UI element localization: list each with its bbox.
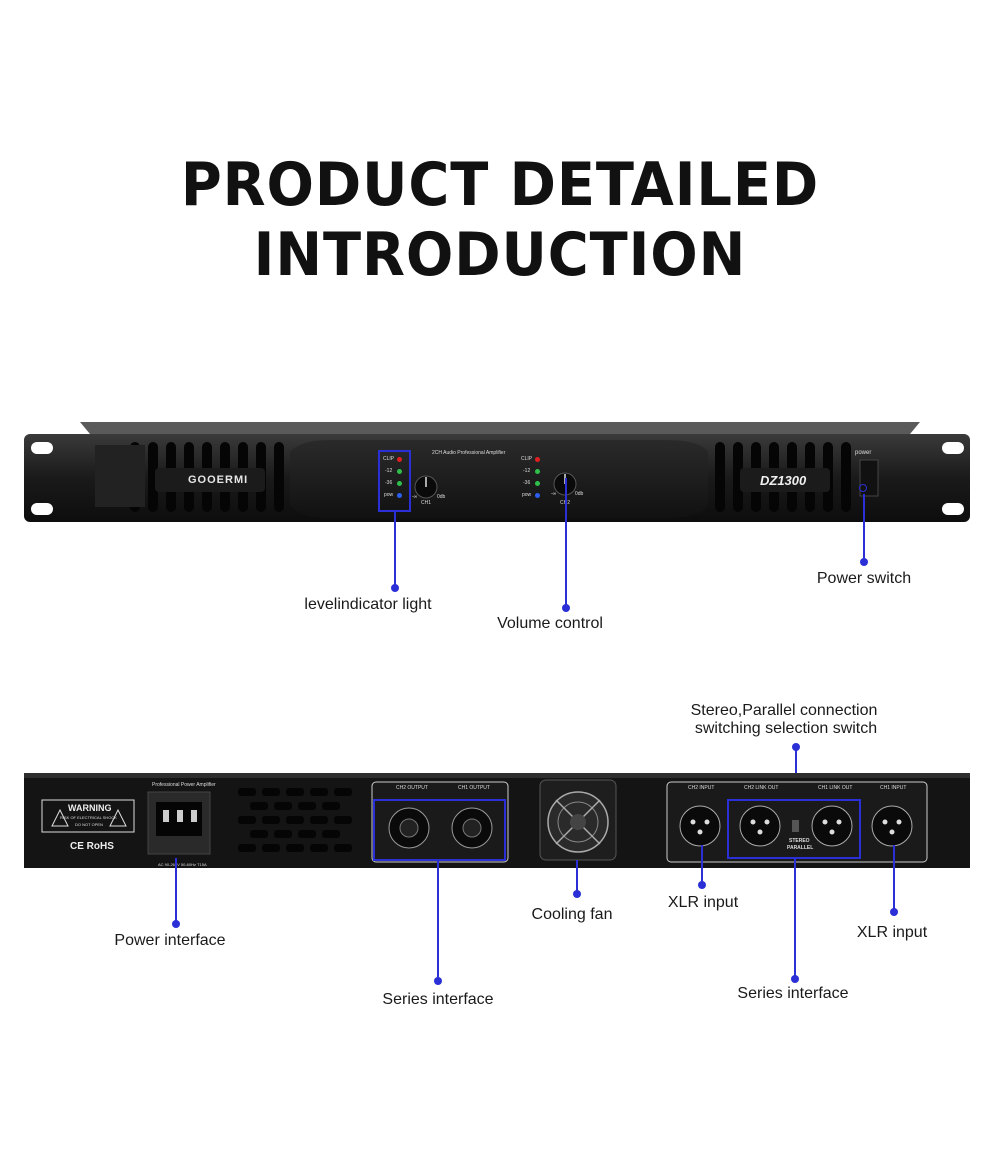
front-panel <box>24 422 970 522</box>
warning-title: WARNING <box>68 803 112 813</box>
led-12-ch2 <box>535 469 540 474</box>
led-12-ch1 <box>397 469 402 474</box>
callout-dot <box>698 881 706 889</box>
led-label-pow: pow <box>522 492 532 498</box>
led-label-clip: CLIP <box>383 456 395 462</box>
cooling-fan-label: Cooling fan <box>531 906 613 923</box>
led-pow-ch1 <box>397 493 402 498</box>
ch1-input-label: CH1 INPUT <box>880 785 907 791</box>
led-clip-ch1 <box>397 457 402 462</box>
callout-line <box>893 845 895 912</box>
brand-logo: GOOERMI <box>188 474 249 486</box>
ch1-label: CH1 <box>421 500 432 506</box>
rear-panel <box>24 773 970 868</box>
callout-line <box>576 860 578 894</box>
page-title: PRODUCT DETAILED INTRODUCTION <box>180 150 820 290</box>
speaker-output-highlight <box>373 799 506 861</box>
series-interface-left-label: Series interface <box>382 991 494 1008</box>
led-label-minus36: -36 <box>523 480 531 486</box>
ch2-knob-min: -∞ <box>551 491 557 497</box>
parallel-label: PARALLEL <box>787 845 814 851</box>
ch1-knob-max: 0db <box>437 494 446 500</box>
led-clip-ch2 <box>535 457 540 462</box>
ch2-input-label: CH2 INPUT <box>688 785 715 791</box>
led-label-pow: pow <box>384 492 394 498</box>
callout-line <box>437 861 439 981</box>
warning-line2: DO NOT OPEN <box>75 822 103 827</box>
ch1-link-label: CH1 LINK OUT <box>818 785 853 791</box>
link-out-highlight <box>727 799 861 859</box>
ac-rating: AC 90-264V 50-60Hz T15A <box>158 862 207 867</box>
callout-dot <box>860 558 868 566</box>
callout-dot <box>434 977 442 985</box>
ch2-knob-max: 0db <box>575 491 584 497</box>
ch1-output-label: CH1 OUTPUT <box>458 785 490 791</box>
callout-dot <box>172 920 180 928</box>
led-label-minus12: -12 <box>385 468 393 474</box>
power-interface-label: Power interface <box>114 932 226 949</box>
callout-line <box>394 512 396 588</box>
led-36-ch1 <box>397 481 402 486</box>
ch2-output-label: CH2 OUTPUT <box>396 785 428 791</box>
switch-label-line2: switching selection switch <box>694 720 878 737</box>
power-switch-label: Power switch <box>816 570 912 587</box>
stereo-label: STEREO <box>789 838 810 844</box>
callout-dot <box>890 908 898 916</box>
led-label-clip: CLIP <box>521 456 533 462</box>
callout-dot <box>859 484 867 492</box>
cert-marks: CE RoHS <box>70 841 114 852</box>
model-label: DZ1300 <box>760 473 807 488</box>
callout-dot <box>562 604 570 612</box>
warning-line1: RISK OF ELECTRICAL SHOCK <box>60 815 117 820</box>
xlr-input-left-label: XLR input <box>667 894 739 911</box>
callout-line <box>701 845 703 885</box>
led-label-minus12: -12 <box>523 468 531 474</box>
power-label: power <box>855 450 872 456</box>
rear-panel-title: Professional Power Amplifier <box>152 782 216 788</box>
series-interface-right-label: Series interface <box>737 985 849 1002</box>
led-label-minus36: -36 <box>385 480 393 486</box>
callout-line <box>863 494 865 562</box>
callout-dot <box>391 584 399 592</box>
callout-line <box>175 858 177 924</box>
callout-line <box>565 478 567 608</box>
ch2-link-label: CH2 LINK OUT <box>744 785 779 791</box>
amp-subtitle: 2CH Audio Professional Amplifier <box>432 450 506 456</box>
level-indicator-label: levelindicator light <box>304 596 432 613</box>
switch-label-line1: Stereo,Parallel connection <box>690 702 878 719</box>
volume-control-label: Volume control <box>497 615 603 632</box>
ch1-knob-min: -∞ <box>412 494 418 500</box>
callout-dot <box>791 975 799 983</box>
led-pow-ch2 <box>535 493 540 498</box>
level-indicator-highlight <box>378 450 411 512</box>
led-36-ch2 <box>535 481 540 486</box>
callout-line <box>794 859 796 979</box>
xlr-input-right-label: XLR input <box>856 924 928 941</box>
callout-dot <box>573 890 581 898</box>
